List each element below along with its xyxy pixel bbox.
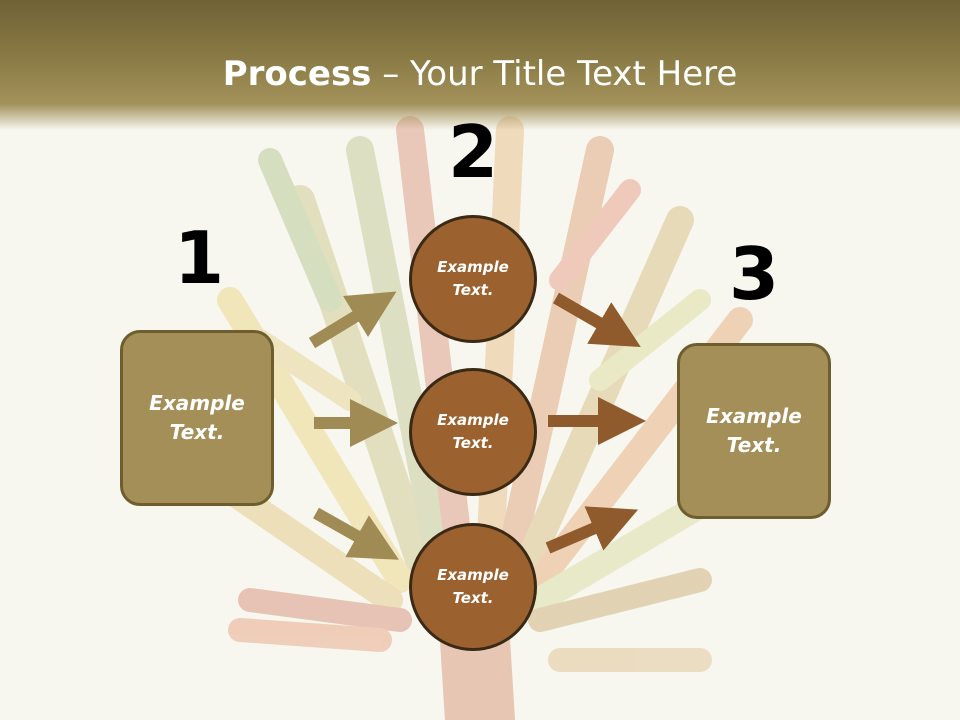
arrow-left-to-circle-3 [313, 507, 399, 560]
step-number-3: 3 [728, 232, 780, 316]
step-number-1: 1 [173, 216, 225, 300]
right-text-box-label: Example Text. [706, 404, 802, 457]
arrow-circle-1-to-right [552, 292, 641, 348]
arrow-left-to-circle-1 [308, 291, 397, 349]
left-text-box: Example Text. [120, 330, 274, 506]
page-title: Process – Your Title Text Here [0, 52, 960, 96]
left-text-box-label: Example Text. [149, 391, 245, 444]
circle-1: Example Text. [409, 215, 537, 343]
arrow-circle-3-to-right [545, 506, 639, 554]
title-rest: – Your Title Text Here [371, 54, 738, 94]
circle-2-label: Example Text. [437, 411, 509, 452]
step-number-2: 2 [447, 110, 499, 194]
title-banner [0, 0, 960, 130]
circle-2: Example Text. [409, 368, 537, 496]
circle-3: Example Text. [409, 523, 537, 651]
circle-3-label: Example Text. [437, 566, 509, 607]
title-bold: Process [222, 54, 372, 94]
right-text-box: Example Text. [677, 343, 831, 519]
circle-1-label: Example Text. [437, 258, 509, 299]
